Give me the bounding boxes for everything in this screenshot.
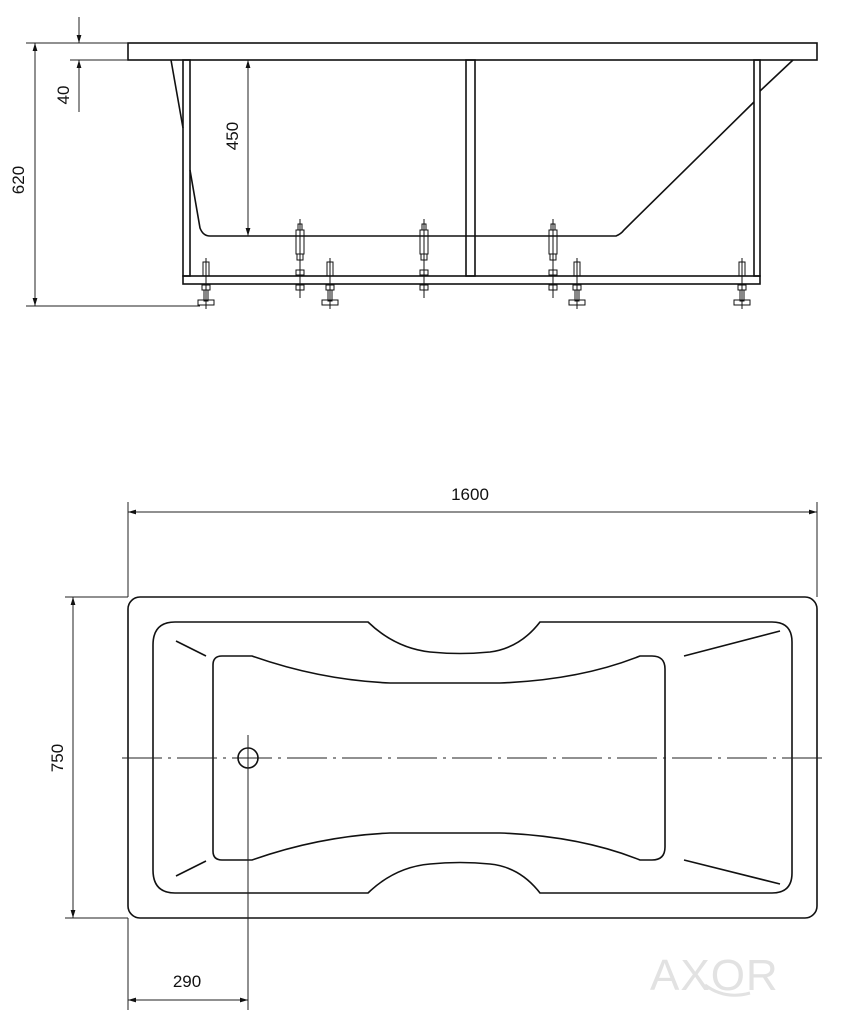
svg-text:750: 750 [48,744,67,772]
adjustable-feet [197,258,751,309]
svg-text:40: 40 [54,86,73,105]
svg-text:290: 290 [173,972,201,991]
support-frame [182,59,761,285]
armrest-lines [175,630,781,885]
dimension-450: 450 [223,60,251,236]
dimension-1600: 1600 [127,485,818,597]
svg-text:620: 620 [9,166,28,194]
dimension-750: 750 [48,596,128,919]
tub-profile [170,59,794,237]
svg-text:450: 450 [223,122,242,150]
dimension-40: 40 [54,17,128,112]
axor-logo: AXOR [650,951,779,1000]
dimension-620: 620 [9,42,200,307]
dimension-290: 290 [127,918,248,1010]
support-bolts [295,219,558,298]
svg-text:1600: 1600 [451,485,489,504]
tub-inner-contour [152,621,793,894]
side-view: 620 40 450 [9,17,818,309]
tub-rim [127,42,818,61]
svg-text:AXOR: AXOR [650,951,779,1000]
plan-view: 1600 750 290 [48,485,823,1010]
tub-basin [212,655,666,861]
